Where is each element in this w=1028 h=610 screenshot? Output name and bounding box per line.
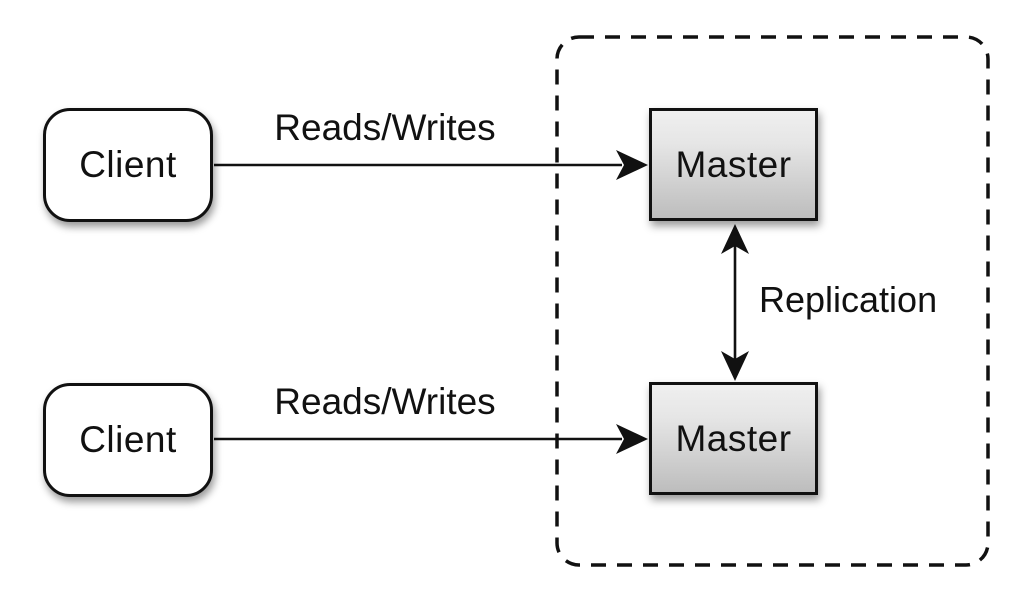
reads-writes-label-top: Reads/Writes <box>274 107 496 148</box>
arrowhead-down-icon <box>721 351 749 381</box>
arrowhead-icon <box>616 150 648 180</box>
replication-arrow <box>721 224 749 381</box>
master-node-2-label: Master <box>675 417 792 459</box>
client-node-1-label: Client <box>79 144 177 185</box>
reads-writes-label-bottom: Reads/Writes <box>274 381 496 422</box>
client-node-2: Client <box>43 383 213 497</box>
arrowhead-icon <box>616 424 648 454</box>
replication-group-boundary <box>555 35 990 567</box>
master-node-1-label: Master <box>675 143 792 185</box>
arrowhead-up-icon <box>721 224 749 254</box>
client-node-2-label: Client <box>79 419 177 460</box>
master-node-2: Master <box>649 382 818 495</box>
replication-label: Replication <box>759 279 938 320</box>
reads-writes-arrow-bottom <box>214 424 648 454</box>
reads-writes-arrow-top <box>214 150 648 180</box>
master-node-1: Master <box>649 108 818 221</box>
client-node-1: Client <box>43 108 213 222</box>
